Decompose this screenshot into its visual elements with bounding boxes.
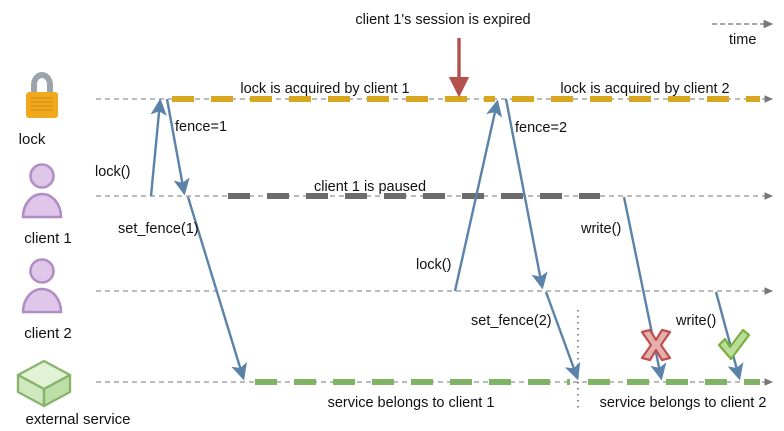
- message-label-lock-call-client-2: lock(): [416, 257, 452, 273]
- green-cube-icon: [16, 359, 72, 408]
- arrow-client2-set-fence: [544, 291, 581, 381]
- person-icon: [21, 258, 63, 314]
- message-label-fence-2: fence=2: [515, 120, 568, 136]
- time-axis-label: time: [729, 32, 757, 48]
- person-icon: [21, 163, 63, 219]
- state-label-client-1-paused: client 1 is paused: [313, 179, 427, 195]
- arrow-client1-fence-response: [165, 98, 190, 196]
- arrow-client2-write: [714, 291, 744, 381]
- session-expiry-annotation: client 1's session is expired: [355, 12, 531, 28]
- message-label-write-client-2: write(): [676, 313, 717, 329]
- lane-label-external-service: external service: [25, 411, 131, 428]
- state-label-lock-acquired-client-1: lock is acquired by client 1: [240, 81, 410, 97]
- red-x-icon: [640, 328, 672, 362]
- arrow-client1-set-fence: [186, 196, 247, 381]
- lane-label-client-1: client 1: [24, 230, 72, 247]
- state-label-service-belongs-client-1: service belongs to client 1: [327, 395, 495, 411]
- lane-label-lock: lock: [18, 131, 46, 148]
- state-label-service-belongs-client-2: service belongs to client 2: [599, 395, 767, 411]
- message-label-set-fence-1: set_fence(1): [118, 221, 199, 237]
- message-label-fence-1: fence=1: [175, 119, 228, 135]
- padlock-icon: [26, 72, 58, 118]
- message-label-lock-call-client-1: lock(): [95, 164, 131, 180]
- message-label-write-client-1: write(): [581, 221, 622, 237]
- lane-label-client-2: client 2: [24, 325, 72, 342]
- message-label-set-fence-2: set_fence(2): [471, 313, 552, 329]
- arrow-client2-lock-request: [453, 99, 503, 292]
- arrow-client2-fence-response: [504, 98, 548, 290]
- state-label-lock-acquired-client-2: lock is acquired by client 2: [560, 81, 730, 97]
- green-check-icon: [717, 328, 751, 361]
- arrow-client1-lock-request: [149, 98, 167, 197]
